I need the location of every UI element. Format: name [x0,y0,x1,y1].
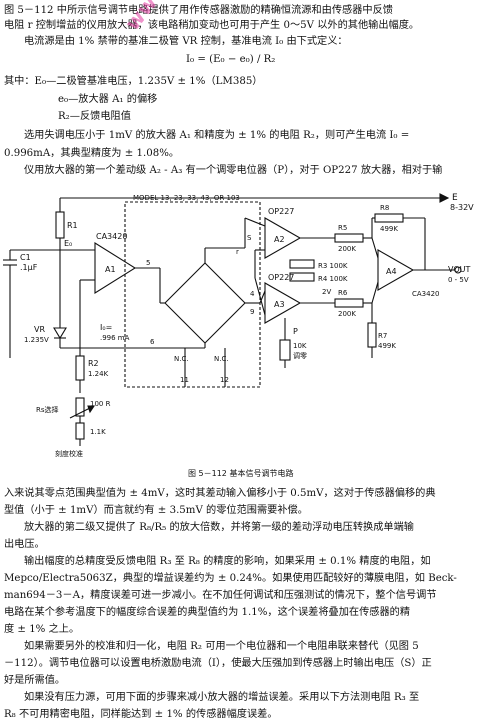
para-line: 放大器的第二级又提供了 R₈/R₅ 的放大倍数，并将第一级的差动浮动电压转换成单… [24,522,414,533]
figure-caption: 图 5－112 基本信号调节电路 [188,468,293,478]
a1-part: CA3420 [96,232,127,241]
e0-label: E₀ [64,239,72,248]
nc-label: N.C. [174,355,189,363]
para-line: 其中：E₀—二极管基准电压，1.235V ± 1%（LM385） [4,76,263,87]
para-line: 电流源是由 1% 禁带的基准二极管 VR 控制，基准电流 I₀ 由下式定义： [24,36,348,47]
r2-label: R2 [88,359,99,368]
op227-bottom: OP227 [268,273,294,282]
pin-5: 5 [146,259,150,267]
p-label: P [293,327,298,336]
r5-label: R5 [338,224,347,232]
para-line: 仪用放大器的第一个差动级 A₂ - A₃ 有一个调零电位器（P），对于 OP22… [24,165,443,176]
p-value: 10K [293,342,307,350]
para-line: Mepco/Electra5063Z，典型的增益误差约为 ± 0.24%。如果使… [4,573,457,584]
a3-label: A3 [274,300,285,309]
pin-r: r [236,248,239,256]
io-label: I₀= [100,323,112,332]
vout-label: VOUT [448,265,470,274]
r7-label: R7 [378,332,387,340]
para-line: 如果没有压力源，可用下面的步骤来减小放大器的增益误差。采用以下方法测电阻 R₃ … [24,692,420,703]
c1-label: C1 [20,253,31,262]
r1-label: R1 [67,221,78,230]
a4-label: A4 [386,267,397,276]
r7-value: 499K [378,342,396,350]
pin-9: 9 [250,308,254,316]
equation: I₀ = (E₀ − e₀) / R₂ [186,54,276,65]
pin-s: S [247,234,252,242]
a1-label: A1 [105,265,116,274]
op227-top: OP227 [268,207,294,216]
para-line: 出电压。 [4,539,45,550]
a4-part: CA3420 [412,290,440,298]
r6-value: 200K [338,310,356,318]
para-line: 0.996mA，其典型精度为 ± 1.08%。 [4,148,180,159]
r6-label: R6 [338,289,348,297]
schematic: MODEL 13, 23, 33, 43, OR 103 E 8-32V R1 … [3,193,474,478]
para-line: man694－3－A，精度误差可进一步减小。在不加任何调试和压强测试的情况下，整… [4,590,437,601]
para-line: R₈ 不可用精密电阻，同样能达到 ± 1% 的传感器幅度误差。 [4,709,278,720]
r8-label: R8 [380,204,389,212]
para-line: 如果需要另外的校准和归一化，电阻 R₂ 可用一个电位器和一个电阻串联来替代（见图… [24,641,419,652]
para-line: 选用失调电压小于 1mV 的放大器 A₁ 和精度为 ± 1% 的电阻 R₂，则可… [24,130,410,141]
pin-11: 11 [180,376,189,384]
vr-label: VR [34,325,45,334]
para-line: 入来说其零点范围典型值为 ± 4mV，这时其差动输入偏移小于 0.5mV，这对于… [4,488,436,499]
model-label: MODEL 13, 23, 33, 43, OR 103 [133,194,240,202]
para-line: 度 ± 1% 之上。 [4,624,80,635]
supply-range: 8-32V [450,203,474,212]
vr-value: 1.235V [24,336,49,344]
pin-12: 12 [220,376,229,384]
c1-value: .1μF [20,263,38,272]
r2-value: 1.24K [88,370,109,378]
para-line: R₂—反馈电阻值 [58,111,131,122]
r4-label: R4 100K [318,275,348,283]
rs-label: Rs选择 [36,405,59,414]
para-line: e₀—放大器 A₁ 的偏移 [58,94,158,105]
pin-4: 4 [250,290,255,298]
rs-pot-value: 100 R [90,400,111,408]
para-line: 电阻 r 控制增益的仪用放大器，该电路稍加变动也可用于产生 0～5V 以外的其他… [4,20,420,31]
vout-range: 0 - 5V [448,276,469,284]
r5-value: 200K [338,245,356,253]
rs-sub: 刻度校准 [55,449,83,458]
a2-label: A2 [274,235,285,244]
para-line: 图 5－112 中所示信号调节电路提供了用作传感器激励的精确恒流源和由传感器中反… [4,5,393,16]
para-line: 输出幅度的总精度受反馈电阻 R₃ 至 R₈ 的精度的影响，如果采用 ± 0.1%… [24,556,431,567]
p-sub: 调零 [293,351,307,360]
r3-label: R3 100K [318,262,348,270]
para-line: 好是所需值。 [4,675,66,686]
r8-value: 499K [380,225,398,233]
pin-6: 6 [150,338,155,346]
nc-label: N.C. [214,355,229,363]
para-line: 电路在某个参考温度下的幅度综合误差的典型值约为 1.1%，这个误差将叠加在传感器… [4,607,411,618]
rs-fixed-value: 1.1K [90,428,106,436]
io-value: .996 mA [100,334,130,342]
para-line: 型值（小于 ± 1mV）而言就约有 ± 3.5mV 的零位范围需要补偿。 [4,505,308,516]
supply-label: E [452,193,458,203]
v2-label: 2V [322,288,331,296]
para-line: －112）。调节电位器可以设置电桥激励电流（I），使最大压强加到传感器上时输出电… [4,658,432,669]
